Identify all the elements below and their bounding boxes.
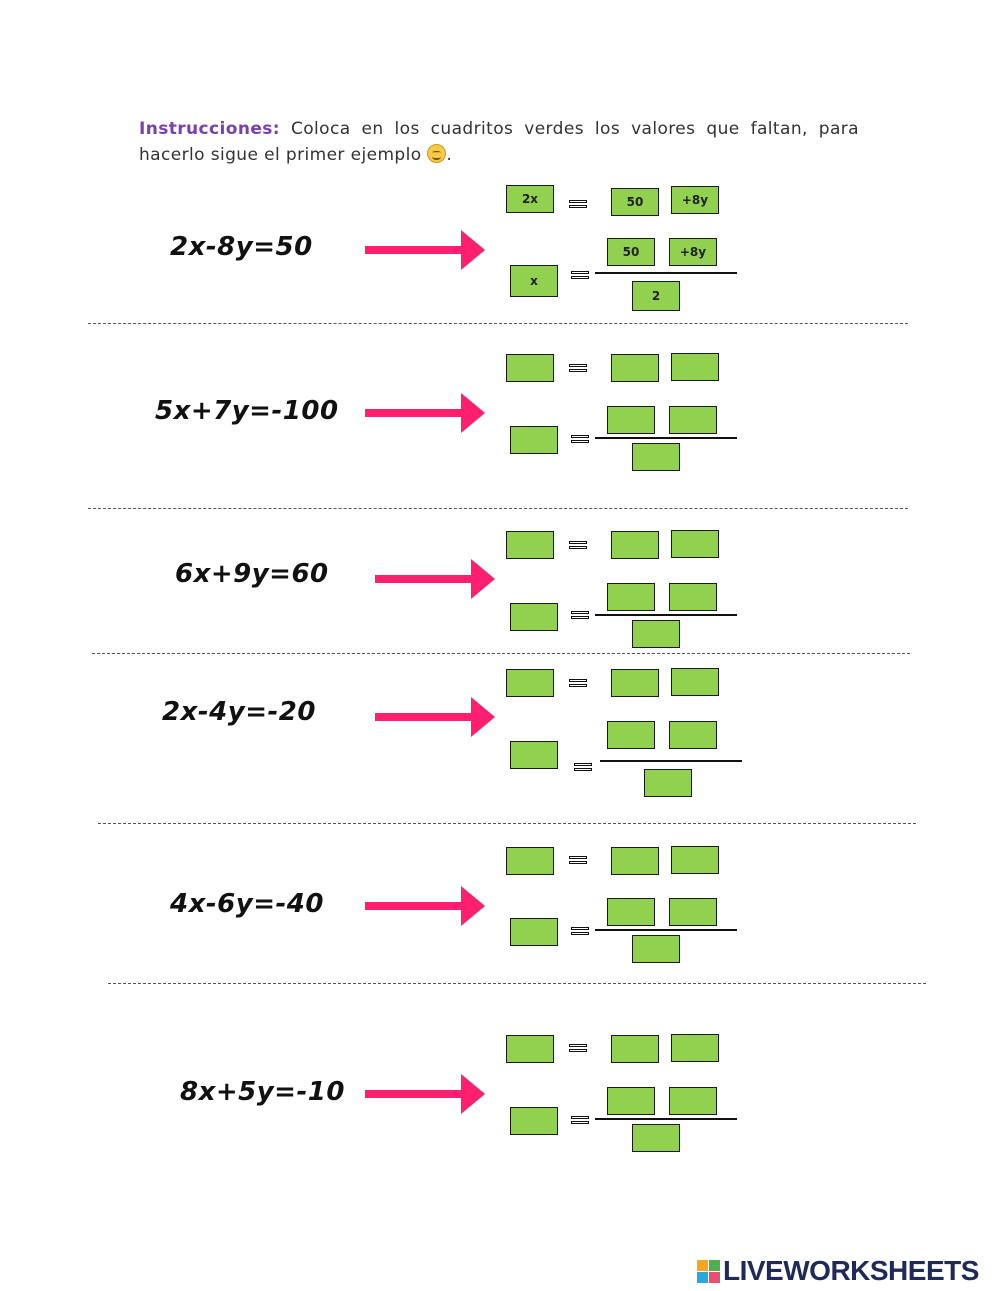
- equals-sign: [571, 611, 589, 620]
- answer-box[interactable]: [669, 406, 717, 434]
- answer-box[interactable]: [611, 354, 659, 382]
- logo-icon: [697, 1259, 720, 1283]
- answer-box[interactable]: [669, 583, 717, 611]
- fraction-bar: [595, 614, 737, 616]
- equals-sign: [569, 364, 587, 373]
- arrow-icon: [365, 230, 485, 270]
- answer-box[interactable]: [506, 354, 554, 382]
- equation-label-1: 2x-8y=50: [170, 232, 313, 262]
- answer-box[interactable]: [506, 847, 554, 875]
- fraction-bar: [595, 929, 737, 931]
- dashed-separator: [88, 508, 908, 509]
- answer-box[interactable]: [671, 668, 719, 696]
- answer-box[interactable]: [510, 603, 558, 631]
- smiley-icon: [427, 144, 447, 163]
- instructions-lead: Instrucciones:: [139, 119, 280, 139]
- answer-box[interactable]: +8y: [671, 186, 719, 214]
- dashed-separator: [108, 983, 926, 984]
- answer-box[interactable]: [506, 1035, 554, 1063]
- answer-box[interactable]: [644, 769, 692, 797]
- answer-box[interactable]: [607, 583, 655, 611]
- answer-box[interactable]: x: [510, 265, 558, 297]
- instructions-text: Coloca en los cuadritos verdes los valor…: [139, 119, 859, 165]
- equals-sign: [571, 927, 589, 936]
- logo-text: LIVEWORKSHEETS: [723, 1255, 979, 1286]
- liveworksheets-logo: LIVEWORKSHEETS: [697, 1254, 979, 1288]
- answer-box[interactable]: [671, 353, 719, 381]
- equals-sign: [569, 200, 587, 209]
- answer-box[interactable]: [510, 918, 558, 946]
- answer-box[interactable]: [669, 898, 717, 926]
- arrow-icon: [365, 393, 485, 433]
- answer-box[interactable]: [506, 669, 554, 697]
- instructions-paragraph: Instrucciones: Coloca en los cuadritos v…: [139, 116, 859, 168]
- dashed-separator: [88, 323, 908, 324]
- equals-sign: [571, 1116, 589, 1125]
- equals-sign: [569, 856, 587, 865]
- answer-box[interactable]: [669, 1087, 717, 1115]
- equals-sign: [571, 435, 589, 444]
- equation-label-3: 6x+9y=60: [175, 559, 329, 589]
- equation-label-5: 4x-6y=-40: [170, 889, 324, 919]
- answer-box[interactable]: +8y: [669, 238, 717, 266]
- equation-label-6: 8x+5y=-10: [180, 1077, 345, 1107]
- instructions-end: .: [446, 145, 453, 165]
- answer-box[interactable]: [671, 846, 719, 874]
- fraction-bar: [595, 437, 737, 439]
- arrow-icon: [375, 559, 495, 599]
- answer-box[interactable]: [669, 721, 717, 749]
- answer-box[interactable]: [671, 1034, 719, 1062]
- arrow-icon: [365, 886, 485, 926]
- equals-sign: [569, 541, 587, 550]
- answer-box[interactable]: 2x: [506, 185, 554, 213]
- fraction-bar: [595, 1118, 737, 1120]
- answer-box[interactable]: [607, 898, 655, 926]
- answer-box[interactable]: [607, 406, 655, 434]
- answer-box[interactable]: [510, 741, 558, 769]
- answer-box[interactable]: [611, 531, 659, 559]
- answer-box[interactable]: [607, 1087, 655, 1115]
- dashed-separator: [92, 653, 910, 654]
- answer-box[interactable]: [607, 721, 655, 749]
- answer-box[interactable]: [632, 935, 680, 963]
- answer-box[interactable]: [632, 620, 680, 648]
- answer-box[interactable]: [611, 669, 659, 697]
- answer-box[interactable]: [632, 1124, 680, 1152]
- equals-sign: [574, 763, 592, 772]
- answer-box[interactable]: 50: [611, 188, 659, 216]
- answer-box[interactable]: [506, 531, 554, 559]
- fraction-bar: [600, 760, 742, 762]
- arrow-icon: [375, 697, 495, 737]
- arrow-icon: [365, 1074, 485, 1114]
- answer-box[interactable]: [611, 847, 659, 875]
- answer-box[interactable]: 2: [632, 281, 680, 311]
- equation-label-4: 2x-4y=-20: [162, 697, 316, 727]
- equals-sign: [571, 271, 589, 280]
- answer-box[interactable]: [632, 443, 680, 471]
- dashed-separator: [98, 823, 916, 824]
- equals-sign: [569, 679, 587, 688]
- equation-label-2: 5x+7y=-100: [155, 396, 339, 426]
- answer-box[interactable]: [510, 1107, 558, 1135]
- answer-box[interactable]: [611, 1035, 659, 1063]
- answer-box[interactable]: [510, 426, 558, 454]
- equals-sign: [569, 1044, 587, 1053]
- answer-box[interactable]: [671, 530, 719, 558]
- fraction-bar: [595, 272, 737, 274]
- answer-box[interactable]: 50: [607, 238, 655, 266]
